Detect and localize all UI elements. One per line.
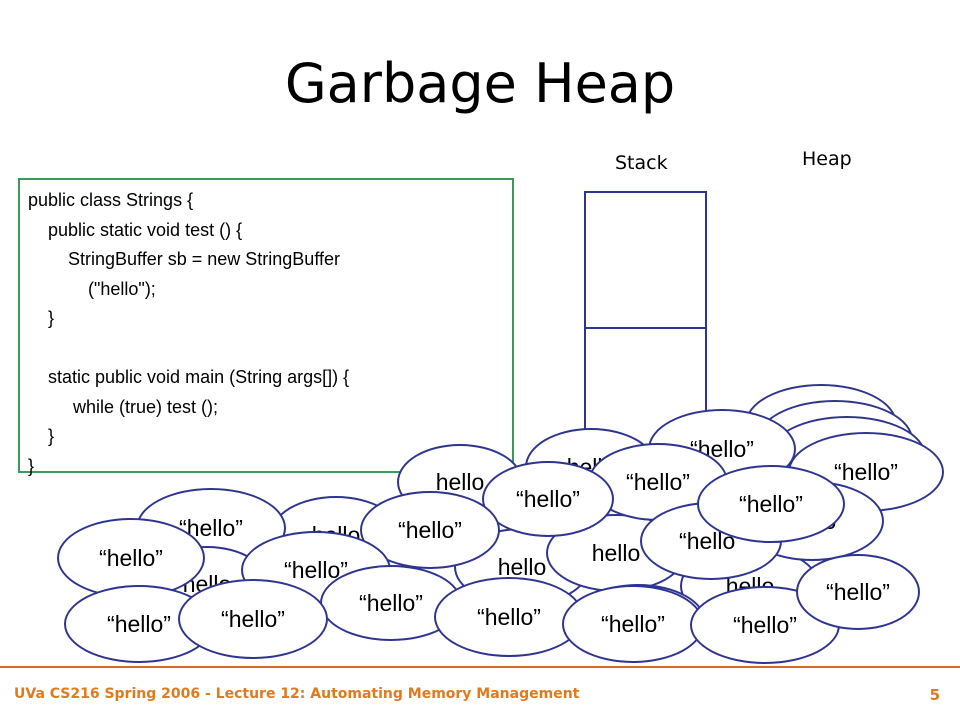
code-line: ​ bbox=[28, 334, 512, 364]
heap-object: “hello” bbox=[434, 577, 584, 657]
code-line: while (true) test (); bbox=[28, 396, 219, 417]
code-line: static public void main (String args[]) … bbox=[28, 367, 350, 387]
code-line: } bbox=[28, 426, 55, 446]
footer-divider bbox=[0, 666, 960, 668]
stack-frame bbox=[584, 191, 707, 329]
heap-object: “hello” bbox=[482, 461, 614, 537]
code-line: StringBuffer sb = new StringBuffer bbox=[28, 249, 340, 269]
code-listing: public class Strings { public static voi… bbox=[18, 178, 514, 476]
stack-label: Stack bbox=[615, 152, 668, 174]
slide-title: Garbage Heap bbox=[284, 52, 676, 115]
heap-object: “hello” bbox=[57, 518, 205, 598]
heap-object: “hello” bbox=[562, 585, 704, 663]
code-line: public class Strings { bbox=[28, 190, 194, 210]
page-number: 5 bbox=[929, 686, 940, 704]
code-line: } bbox=[28, 308, 55, 328]
heap-object: “hello” bbox=[697, 465, 845, 543]
code-line: } bbox=[28, 455, 35, 476]
code-line: public static void test () { bbox=[28, 219, 243, 240]
heap-object: “hello” bbox=[178, 579, 328, 659]
heap-label: Heap bbox=[802, 148, 852, 170]
code-line: ("hello"); bbox=[28, 278, 156, 299]
heap-object: “hello” bbox=[796, 554, 920, 630]
footer-text: UVa CS216 Spring 2006 - Lecture 12: Auto… bbox=[14, 686, 580, 702]
